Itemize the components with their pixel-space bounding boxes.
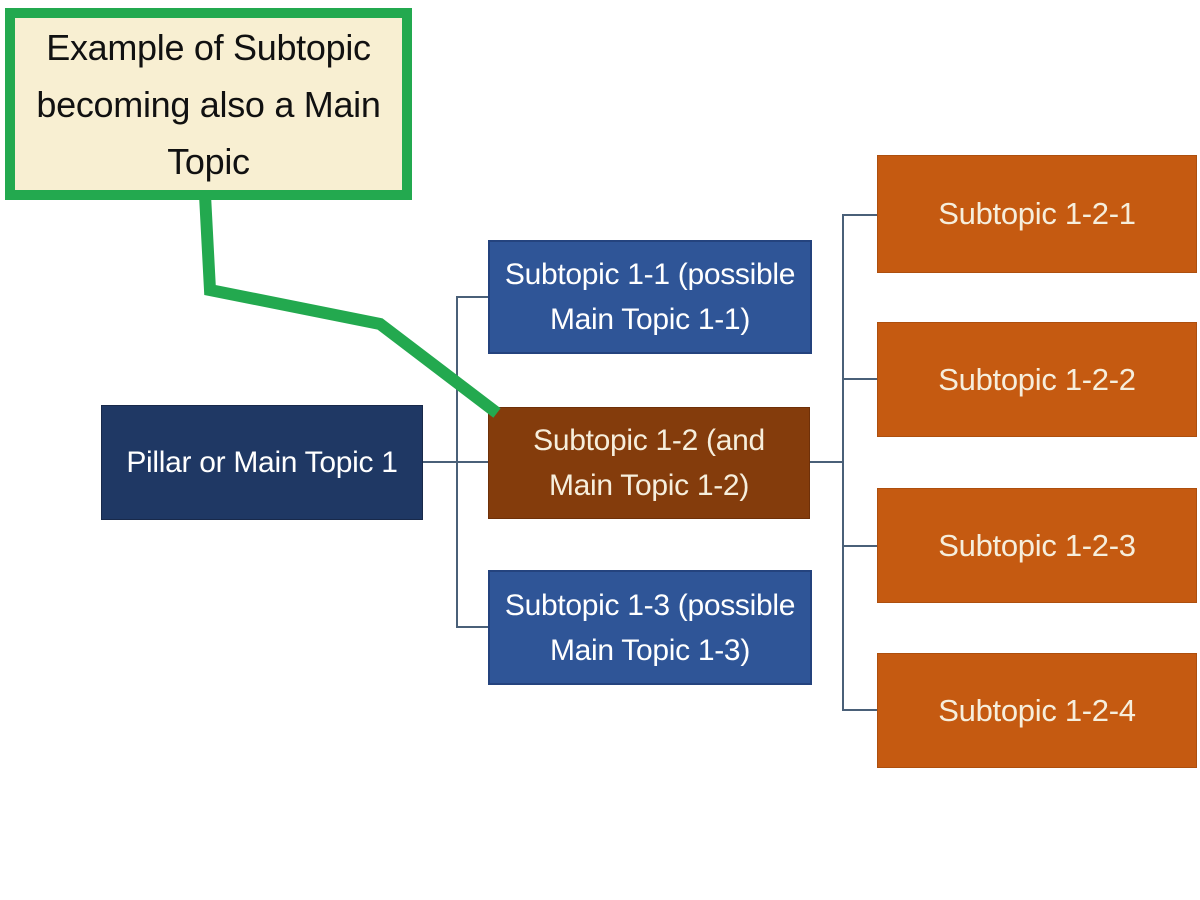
node-label: Subtopic 1-2 (and Main Topic 1-2)	[533, 424, 765, 502]
node-subtopic-1-3: Subtopic 1-3 (possible Main Topic 1-3)	[488, 570, 812, 685]
node-label: Subtopic 1-1 (possible Main Topic 1-1)	[504, 258, 796, 336]
node-label: Subtopic 1-2-1	[938, 196, 1136, 231]
node-subtopic-1-2-1: Subtopic 1-2-1	[877, 155, 1197, 273]
node-subtopic-1-2: Subtopic 1-2 (and Main Topic 1-2)	[488, 407, 810, 519]
node-subtopic-1-2-3: Subtopic 1-2-3	[877, 488, 1197, 603]
node-label: Subtopic 1-2-3	[938, 527, 1136, 563]
node-pillar-main-topic-1: Pillar or Main Topic 1	[101, 405, 423, 520]
callout-note: Example of Subtopic becoming also a Main…	[5, 8, 412, 200]
node-subtopic-1-2-2: Subtopic 1-2-2	[877, 322, 1197, 437]
node-subtopic-1-1: Subtopic 1-1 (possible Main Topic 1-1)	[488, 240, 812, 354]
node-label: Subtopic 1-2-2	[938, 361, 1136, 397]
node-subtopic-1-2-4: Subtopic 1-2-4	[877, 653, 1197, 768]
node-label: Pillar or Main Topic 1	[126, 445, 398, 479]
node-label: Subtopic 1-3 (possible Main Topic 1-3)	[504, 588, 796, 667]
node-label: Subtopic 1-2-4	[938, 692, 1136, 728]
callout-text: Example of Subtopic becoming also a Main…	[36, 26, 381, 182]
